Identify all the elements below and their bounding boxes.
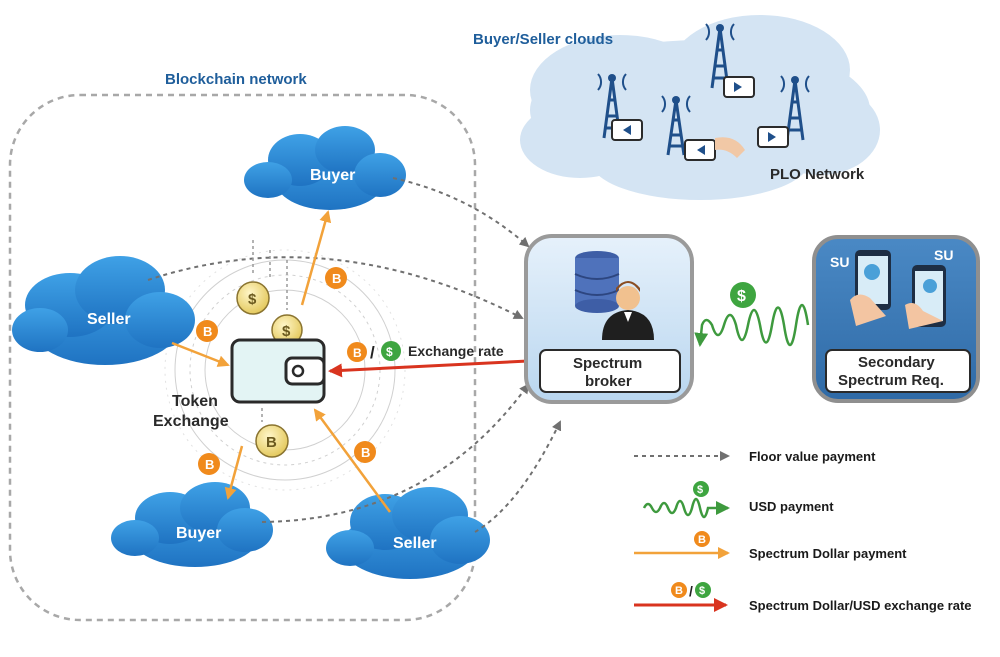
svg-text:B: B	[332, 271, 341, 286]
floor-value-payment-arrows	[147, 177, 562, 533]
spectrum-broker-label-line1: Spectrum	[573, 355, 642, 372]
blockchain-network-title: Blockchain network	[165, 71, 307, 88]
secondary-spectrum-label-box	[825, 349, 971, 393]
seller-bottom-label: Seller	[393, 535, 437, 552]
broker-person-icon	[602, 281, 654, 340]
spectrum-dollar-coin: B	[325, 267, 347, 289]
svg-text:B: B	[203, 324, 212, 339]
buyer-cloud-bottom	[111, 482, 273, 567]
plo-network-label: PLO Network	[770, 166, 865, 183]
legend-spectrum-dollar-label: Spectrum Dollar payment	[749, 546, 907, 561]
svg-text:B: B	[266, 434, 277, 451]
cell-tower-icon	[597, 73, 627, 139]
su-left-label: SU	[830, 254, 849, 270]
smartphone-hand-icon	[850, 250, 891, 326]
usd-coin-icon: $	[730, 282, 756, 308]
svg-text:$: $	[697, 484, 703, 496]
svg-text:B: B	[675, 585, 683, 597]
bitcoin-coin-icon: B	[255, 424, 289, 458]
seller-cloud-left	[12, 256, 195, 365]
phone-video-icon	[611, 119, 643, 141]
cell-tower-icon	[661, 95, 691, 156]
buyer-cloud-top	[244, 126, 406, 210]
phone-video-icon	[723, 76, 755, 98]
svg-text:/: /	[689, 583, 693, 599]
su-right-label: SU	[934, 247, 953, 263]
legend-usd-wave	[642, 497, 730, 519]
buyer-seller-clouds-title: Buyer/Seller clouds	[473, 31, 613, 48]
buyer-top-label: Buyer	[310, 167, 355, 184]
phone-video-icon	[757, 126, 789, 148]
svg-text:B: B	[361, 445, 370, 460]
exchange-rate-coins: B / $	[347, 341, 401, 362]
spectrum-dollar-arrows	[171, 210, 392, 513]
dollar-coin-icon: $	[236, 281, 270, 315]
svg-text:/: /	[370, 343, 375, 362]
legend: Floor value payment $ USD payment B Spec…	[634, 449, 972, 613]
usd-payment-wave	[694, 303, 810, 347]
secondary-spectrum-label-line1: Secondary	[858, 354, 935, 371]
svg-text:B: B	[353, 346, 362, 360]
token-exchange-label-line2: Exchange	[153, 413, 229, 430]
cell-tower-icon	[780, 75, 810, 141]
exchange-rate-arrow	[328, 359, 529, 378]
svg-text:$: $	[737, 288, 746, 305]
wallet-icon	[230, 338, 326, 404]
legend-usd-label: USD payment	[749, 499, 834, 514]
secondary-spectrum-label-line2: Spectrum Req.	[838, 372, 944, 389]
legend-usd-coin-icon: $	[693, 481, 709, 497]
seller-cloud-bottom	[326, 487, 490, 579]
exchange-rate-label: Exchange rate	[408, 343, 504, 359]
svg-text:B: B	[205, 457, 214, 472]
spectrum-dollar-coin: B	[196, 320, 218, 342]
coin-motion-lines	[252, 240, 288, 422]
legend-exchange-rate-coins: B / $	[671, 582, 711, 599]
phone-video-icon	[684, 137, 745, 161]
svg-text:$: $	[248, 291, 257, 308]
spectrum-dollar-coin: B	[198, 453, 220, 475]
legend-exchange-rate-label: Spectrum Dollar/USD exchange rate	[749, 598, 972, 613]
cell-tower-icon	[705, 23, 735, 89]
legend-spectrum-dollar-coin: B	[694, 531, 710, 547]
spectrum-broker-label-line2: broker	[585, 373, 632, 390]
legend-floor-label: Floor value payment	[749, 449, 876, 464]
svg-text:$: $	[282, 323, 291, 340]
token-exchange-label-line1: Token	[172, 393, 218, 410]
database-icon	[574, 251, 620, 313]
svg-text:$: $	[699, 585, 705, 597]
seller-left-label: Seller	[87, 311, 131, 328]
svg-text:B: B	[698, 534, 706, 546]
buyer-bottom-label: Buyer	[176, 525, 221, 542]
smartphone-hand-icon	[905, 265, 946, 329]
blockchain-network-region	[8, 93, 477, 622]
svg-text:$: $	[386, 345, 393, 359]
spectrum-dollar-coin: B	[354, 441, 376, 463]
spectrum-broker-label-box	[539, 349, 681, 393]
